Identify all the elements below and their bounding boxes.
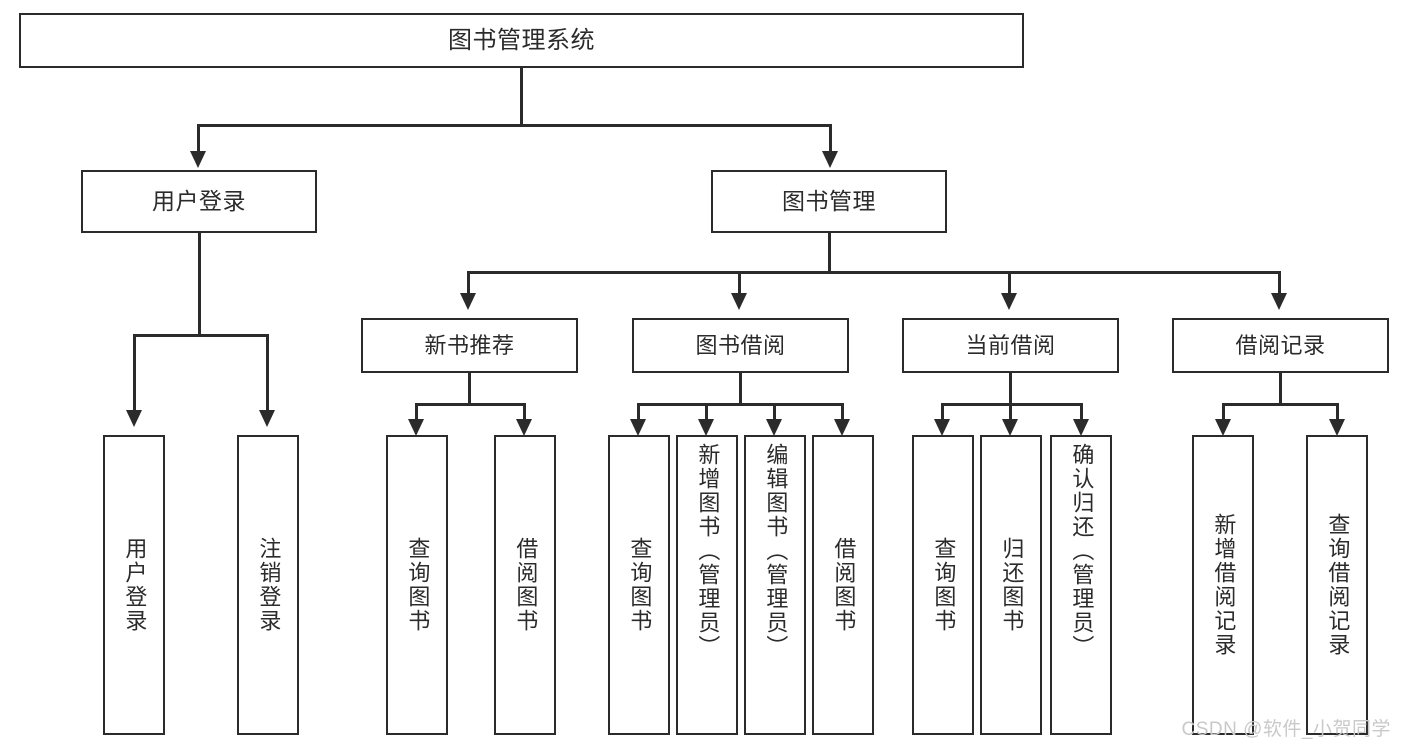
- connector-bm-to-book-borrow: [738, 271, 741, 295]
- connector-bb-to-leaf-2: [705, 403, 708, 421]
- leaf-query-book-recommend[interactable]: 查询图书: [386, 435, 448, 735]
- arrow-cb-to-leaf-3: [1073, 419, 1089, 436]
- connector-root-stem: [520, 68, 523, 124]
- arrow-nbr-to-leaf-2: [516, 419, 532, 436]
- connector-book-management-bus: [467, 271, 1281, 274]
- leaf-query-book-borrow[interactable]: 查询图书: [608, 435, 670, 735]
- leaf-logout[interactable]: 注销登录: [237, 435, 299, 735]
- leaf-query-book-current[interactable]: 查询图书: [912, 435, 974, 735]
- leaf-label: 查询图书: [931, 537, 957, 633]
- leaf-label: 注销登录: [256, 537, 282, 633]
- node-label: 图书借阅: [695, 332, 786, 358]
- arrow-bb-to-leaf-4: [834, 419, 850, 436]
- leaf-add-borrow-record[interactable]: 新增借阅记录: [1192, 435, 1254, 735]
- leaf-label: 查询图书: [405, 537, 431, 633]
- leaf-add-book-admin[interactable]: 新增图书（管理员）: [676, 435, 738, 735]
- arrow-root-to-user-login: [190, 151, 206, 168]
- connector-user-login-bus: [133, 334, 268, 337]
- connector-user-login-stem: [198, 233, 201, 336]
- connector-user-login-to-leaf-1: [133, 334, 136, 412]
- connector-book-management-stem: [828, 233, 831, 273]
- connector-bb-bus: [637, 403, 844, 406]
- connector-cb-bus: [941, 403, 1082, 406]
- leaf-edit-book-admin[interactable]: 编辑图书（管理员）: [744, 435, 806, 735]
- leaf-label: 编辑图书（管理员）: [763, 443, 789, 659]
- connector-bm-to-borrow-record: [1278, 271, 1281, 295]
- node-label: 借阅记录: [1235, 332, 1326, 358]
- node-new-book-recommend[interactable]: 新书推荐: [361, 318, 578, 373]
- arrow-br-to-leaf-1: [1215, 419, 1231, 436]
- node-label: 用户登录: [152, 188, 246, 215]
- leaf-label: 查询图书: [627, 537, 653, 633]
- leaf-borrow-book[interactable]: 借阅图书: [812, 435, 874, 735]
- connector-root-bus: [197, 124, 832, 127]
- node-current-borrow[interactable]: 当前借阅: [902, 318, 1119, 373]
- connector-br-to-leaf-2: [1336, 403, 1339, 421]
- leaf-label: 用户登录: [122, 537, 148, 633]
- connector-cb-stem: [1009, 373, 1012, 405]
- node-label: 当前借阅: [965, 332, 1056, 358]
- leaf-label: 归还图书: [999, 537, 1025, 633]
- node-label: 新书推荐: [424, 332, 515, 358]
- leaf-label: 确认归还（管理员）: [1069, 443, 1095, 659]
- connector-nbr-stem: [468, 373, 471, 405]
- arrow-user-login-to-leaf-2: [259, 410, 275, 427]
- connector-root-to-book-management: [829, 124, 832, 153]
- arrow-user-login-to-leaf-1: [126, 410, 142, 427]
- connector-br-stem: [1279, 373, 1282, 405]
- arrow-bb-to-leaf-1: [630, 419, 646, 436]
- arrow-bm-to-book-borrow: [731, 293, 747, 310]
- connector-br-bus: [1222, 403, 1338, 406]
- connector-cb-to-leaf-2: [1009, 403, 1012, 421]
- connector-br-to-leaf-1: [1222, 403, 1225, 421]
- leaf-label: 查询借阅记录: [1325, 513, 1351, 657]
- node-book-management-system[interactable]: 图书管理系统: [19, 13, 1024, 68]
- arrow-nbr-to-leaf-1: [408, 419, 424, 436]
- arrow-root-to-book-management: [822, 151, 838, 168]
- leaf-query-borrow-record[interactable]: 查询借阅记录: [1306, 435, 1368, 735]
- leaf-return-book[interactable]: 归还图书: [980, 435, 1042, 735]
- leaf-confirm-return-admin[interactable]: 确认归还（管理员）: [1050, 435, 1112, 735]
- connector-bb-to-leaf-3: [773, 403, 776, 421]
- node-label: 图书管理: [782, 188, 876, 215]
- arrow-bb-to-leaf-3: [766, 419, 782, 436]
- connector-cb-to-leaf-1: [941, 403, 944, 421]
- node-user-login[interactable]: 用户登录: [81, 170, 317, 233]
- leaf-label: 借阅图书: [513, 537, 539, 633]
- connector-root-to-user-login: [197, 124, 200, 153]
- connector-cb-to-leaf-3: [1080, 403, 1083, 421]
- connector-nbr-bus: [415, 403, 525, 406]
- leaf-label: 新增借阅记录: [1211, 513, 1237, 657]
- connector-nbr-to-leaf-2: [523, 403, 526, 421]
- leaf-borrow-book-recommend[interactable]: 借阅图书: [494, 435, 556, 735]
- arrow-bm-to-new-book: [460, 293, 476, 310]
- connector-bb-stem: [739, 373, 742, 405]
- connector-user-login-to-leaf-2: [266, 334, 269, 412]
- arrow-cb-to-leaf-1: [934, 419, 950, 436]
- node-book-borrow[interactable]: 图书借阅: [632, 318, 849, 373]
- arrow-cb-to-leaf-2: [1002, 419, 1018, 436]
- connector-bb-to-leaf-1: [637, 403, 640, 421]
- leaf-label: 新增图书（管理员）: [695, 443, 721, 659]
- arrow-br-to-leaf-2: [1329, 419, 1345, 436]
- connector-bm-to-new-book: [467, 271, 470, 295]
- connector-bb-to-leaf-4: [841, 403, 844, 421]
- node-label: 图书管理系统: [448, 26, 595, 54]
- node-borrow-record[interactable]: 借阅记录: [1172, 318, 1389, 373]
- leaf-user-login[interactable]: 用户登录: [103, 435, 165, 735]
- connector-nbr-to-leaf-1: [415, 403, 418, 421]
- leaf-label: 借阅图书: [831, 537, 857, 633]
- arrow-bb-to-leaf-2: [698, 419, 714, 436]
- connector-bm-to-current-borrow: [1008, 271, 1011, 295]
- arrow-bm-to-borrow-record: [1271, 293, 1287, 310]
- node-book-management[interactable]: 图书管理: [711, 170, 947, 233]
- arrow-bm-to-current-borrow: [1001, 293, 1017, 310]
